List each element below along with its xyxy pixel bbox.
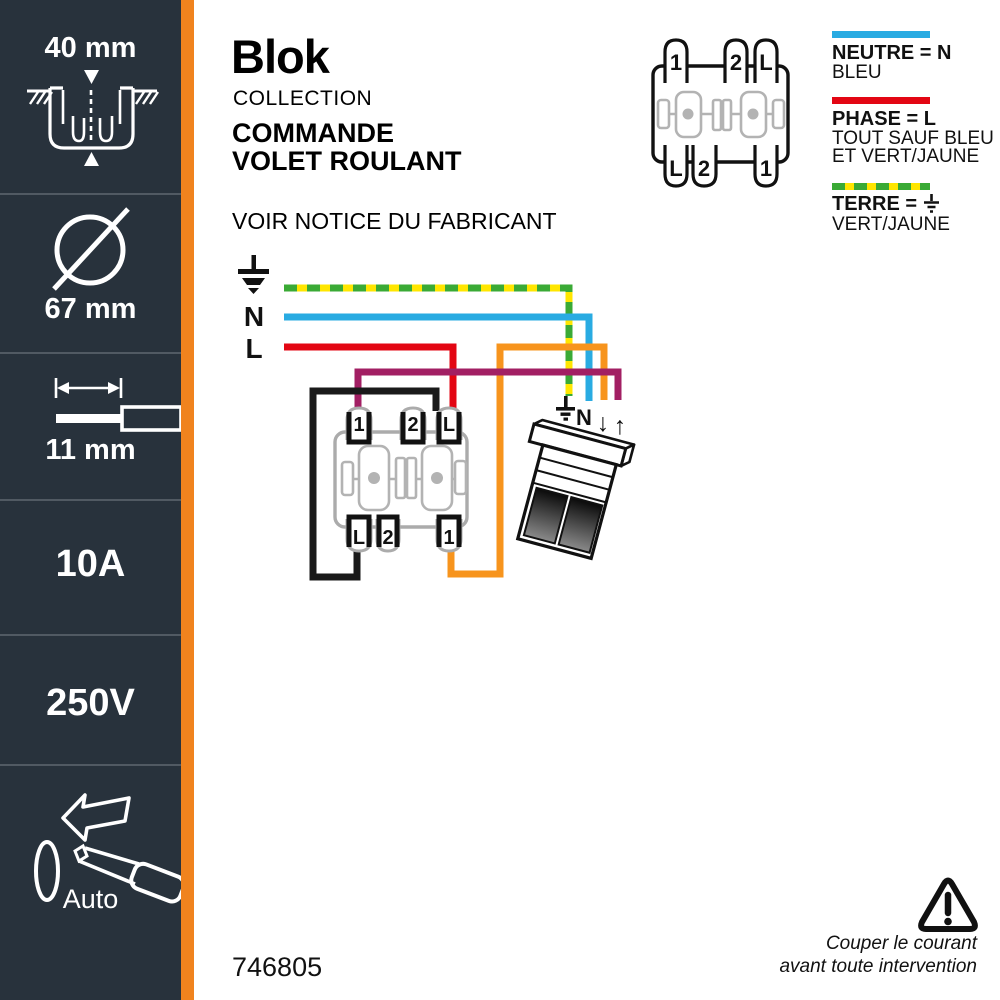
switch-top-tab-L: L bbox=[443, 414, 455, 436]
supply-labels: N L bbox=[238, 255, 269, 364]
switch-bottom-tab-1: 1 bbox=[443, 527, 454, 549]
spec-voltage-label: 250V bbox=[46, 682, 135, 724]
shutter-drawing bbox=[515, 418, 636, 561]
reference-number: 746805 bbox=[232, 952, 323, 982]
legend-phase-desc2: ET VERT/JAUNE bbox=[832, 146, 980, 167]
spec-strip-length-label: 11 mm bbox=[45, 434, 136, 466]
switch-top-tab-2: 2 bbox=[407, 414, 418, 436]
divider bbox=[0, 499, 181, 501]
earth-icon bbox=[923, 194, 939, 213]
diameter-icon bbox=[52, 207, 130, 291]
spec-auto-label: Auto bbox=[62, 884, 119, 914]
switch-bottom-tab-2: 2 bbox=[382, 527, 393, 549]
switch-block: 1 2 L L 2 1 bbox=[333, 406, 469, 553]
switch-mechanism bbox=[340, 444, 468, 512]
product-title-line1: COMMANDE bbox=[232, 118, 394, 148]
accent-stripe bbox=[181, 0, 194, 1000]
product-title-line2: VOLET ROULANT bbox=[232, 146, 462, 176]
roller-shutter: N ↓ ↑ bbox=[515, 396, 636, 561]
connector-top-tab-1: 1 bbox=[670, 50, 682, 75]
connector-bottom-tab-L: L bbox=[669, 156, 682, 181]
connector-top-tab-L: L bbox=[759, 50, 772, 75]
divider bbox=[0, 634, 181, 636]
legend-bars bbox=[832, 31, 930, 190]
motor-earth-icon bbox=[556, 396, 575, 421]
legend-phase-title: PHASE = L bbox=[832, 108, 936, 130]
switch-top-tab-1: 1 bbox=[353, 414, 364, 436]
motor-up-arrow: ↑ bbox=[614, 412, 627, 440]
motor-neutral-label: N bbox=[576, 405, 592, 430]
terre-wire-green bbox=[284, 284, 573, 396]
flush-box-depth-icon bbox=[27, 70, 159, 166]
brand-logo: Blok bbox=[231, 30, 330, 83]
legend-neutre-desc: BLEU bbox=[832, 62, 882, 83]
noir-wire bbox=[309, 387, 440, 581]
connector-bottom-tab-1: 1 bbox=[760, 156, 772, 181]
manufacturer-notice: VOIR NOTICE DU FABRICANT bbox=[232, 208, 557, 234]
divider bbox=[0, 193, 181, 195]
switch-bottom-tab-L: L bbox=[353, 527, 365, 549]
legend-phase-desc1: TOUT SAUF BLEU bbox=[832, 128, 994, 149]
brand-collection: COLLECTION bbox=[233, 87, 373, 110]
orange-wire bbox=[447, 343, 608, 578]
spec-depth-label: 40 mm bbox=[44, 32, 137, 64]
warning-text-line2: avant toute intervention bbox=[779, 956, 977, 977]
supply-neutral-label: N bbox=[244, 301, 264, 332]
connector-mechanism bbox=[656, 90, 786, 139]
warning-text-line1: Couper le courant bbox=[825, 933, 977, 954]
screwdriver-auto-icon bbox=[34, 793, 181, 904]
connector-bottom-tab-2: 2 bbox=[698, 156, 710, 181]
legend-terre-desc: VERT/JAUNE bbox=[832, 214, 950, 235]
switch-tab-contacts bbox=[346, 412, 462, 547]
spec-sidebar: 40 mm 67 mm bbox=[0, 0, 181, 1000]
divider bbox=[0, 764, 181, 766]
supply-live-label: L bbox=[245, 333, 262, 364]
legend-neutre-title: NEUTRE = N bbox=[832, 42, 952, 64]
wire-strip-icon bbox=[54, 378, 181, 432]
motor-down-arrow: ↓ bbox=[597, 409, 610, 437]
terre-wire-yellow bbox=[284, 284, 573, 396]
connector-top-tab-2: 2 bbox=[730, 50, 742, 75]
phase-wire bbox=[284, 343, 457, 411]
wires bbox=[284, 284, 622, 581]
warning-icon bbox=[918, 877, 978, 932]
legend-terre-title: TERRE = bbox=[832, 193, 940, 216]
connector-block: 1 2 L L 2 1 bbox=[651, 38, 790, 188]
spec-current-label: 10A bbox=[55, 543, 126, 585]
earth-symbol bbox=[238, 255, 269, 294]
connector-tabs bbox=[663, 38, 779, 188]
divider bbox=[0, 352, 181, 354]
spec-diameter-label: 67 mm bbox=[44, 293, 137, 325]
